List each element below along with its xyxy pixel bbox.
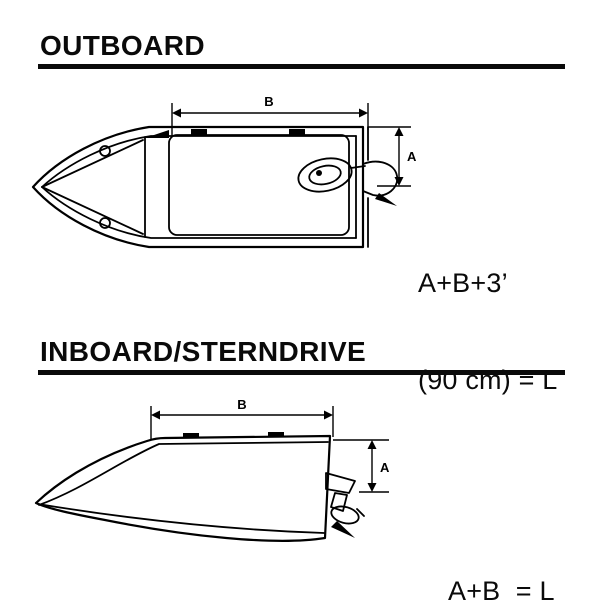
cleat-mark — [191, 129, 207, 135]
inboard-dim-a — [333, 439, 389, 493]
outboard-dim-a-label: A — [407, 149, 417, 164]
inboard-dim-a-label: A — [380, 460, 390, 475]
outboard-boat-top-view-diagram: B A — [31, 94, 417, 249]
outboard-cockpit — [168, 129, 350, 236]
outboard-dim-a — [368, 126, 411, 187]
outboard-bow-deck-details — [41, 130, 169, 238]
outboard-motor — [297, 157, 399, 206]
inboard-formula-line1: A+B = L — [448, 575, 555, 600]
inboard-hull-outline — [34, 434, 332, 542]
inboard-deck-details — [183, 432, 284, 438]
inboard-heading-rule — [38, 370, 565, 375]
sterndrive-fin — [331, 521, 355, 538]
propeller-fin — [375, 193, 397, 206]
outboard-hull-outline — [31, 125, 369, 249]
cleat-mark — [289, 129, 305, 135]
outboard-section-heading: OUTBOARD — [40, 30, 205, 61]
outboard-dim-b — [171, 103, 369, 136]
inboard-formula: A+B = L — [448, 510, 555, 600]
inboard-boat-side-view-diagram: B A — [34, 397, 390, 542]
inboard-dim-b-label: B — [237, 397, 246, 412]
sterndrive-unit — [325, 472, 365, 538]
outboard-dim-b-label: B — [264, 94, 273, 109]
outboard-formula-line1: A+B+3’ — [418, 267, 508, 298]
outboard-formula-line2: (90 cm) = L — [418, 364, 558, 395]
cleat-mark — [183, 433, 199, 438]
cleat-mark — [268, 432, 284, 437]
inboard-section-heading: INBOARD/STERNDRIVE — [40, 336, 367, 367]
inboard-dim-b — [150, 406, 334, 439]
outboard-formula: A+B+3’ (90 cm) = L — [418, 202, 558, 461]
outboard-heading-rule — [38, 64, 565, 69]
